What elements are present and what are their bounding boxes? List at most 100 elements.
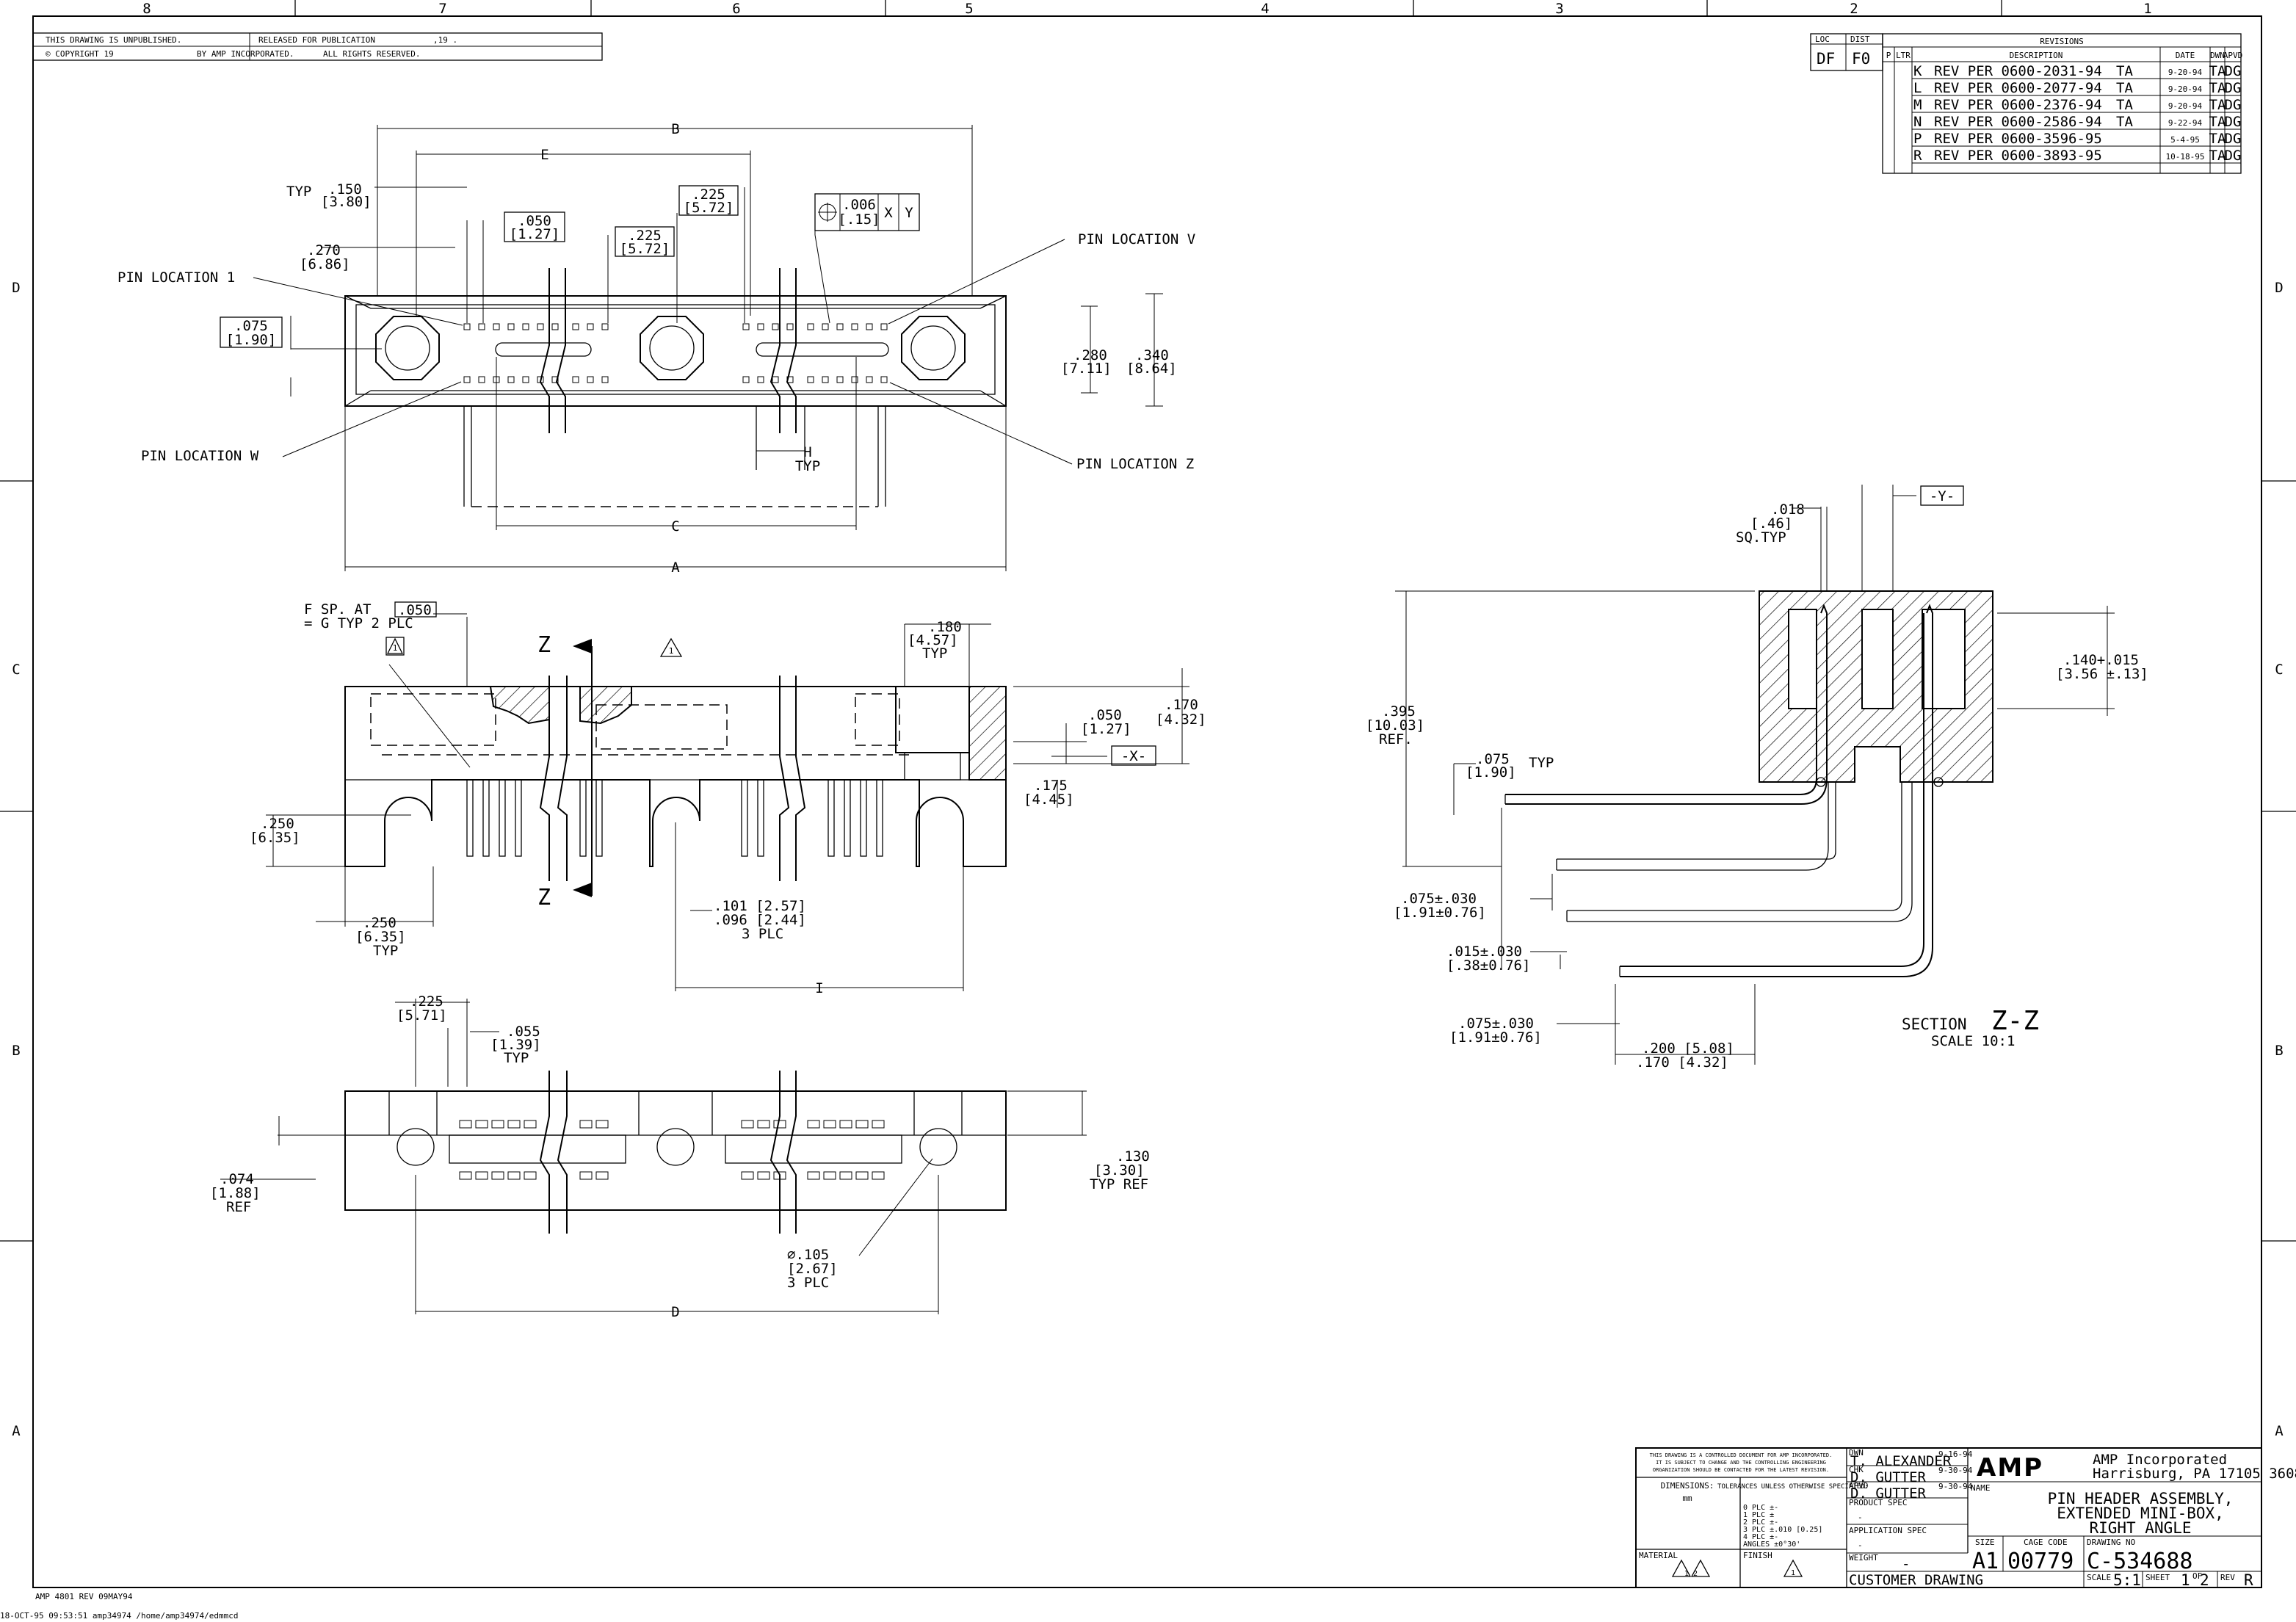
tol-row-2: 2 PLC ±-	[1743, 1518, 1778, 1527]
controlled-line-1: THIS DRAWING IS A CONTROLLED DOCUMENT FO…	[1650, 1452, 1833, 1458]
weight-value: -	[1902, 1556, 1910, 1572]
fsp-label: F SP. AT	[304, 601, 372, 618]
zone-row-a-right: A	[2275, 1423, 2284, 1439]
dimensions-unit: mm	[1682, 1494, 1692, 1503]
zone-row-d-left: D	[12, 280, 20, 296]
dim-130: .130	[1116, 1148, 1150, 1165]
rev-desc: REV PER 0600-2376-94	[1934, 97, 2102, 113]
rev-by: TA	[2116, 97, 2133, 113]
dim-130-mm: [3.30]	[1094, 1162, 1145, 1179]
rev-date: 9-22-94	[2168, 118, 2203, 128]
drawing-name-line-2: EXTENDED MINI-BOX,	[2057, 1505, 2224, 1522]
pin-row-top	[463, 323, 888, 330]
app-spec-value: -	[1858, 1540, 1863, 1550]
company-address: Harrisburg, PA 17105 3608	[2093, 1466, 2296, 1482]
dim-050: .050	[518, 213, 551, 229]
table-row: R REV PER 0600-3893-95 10-18-95 TA DG	[1913, 148, 2241, 164]
zone-row-c-left: C	[12, 662, 20, 678]
dim-175: .175	[1034, 778, 1068, 794]
dim-200: .200 [5.08]	[1642, 1040, 1734, 1057]
rev-head-dwn: DWN	[2210, 51, 2225, 60]
rev-desc: REV PER 0600-2077-94	[1934, 80, 2102, 96]
note-flag-mid: 1	[669, 646, 674, 656]
dim-050-mm: [1.27]	[510, 226, 560, 242]
dim-280-mm: [7.11]	[1061, 361, 1112, 377]
dim-e-label: E	[540, 147, 548, 163]
dim-270-mm: [6.86]	[300, 256, 350, 272]
dwn-name: T. ALEXANDER	[1850, 1453, 1952, 1469]
dim-250-typ-label: TYP	[373, 943, 398, 959]
drawing-name-line-1: PIN HEADER ASSEMBLY,	[2048, 1490, 2234, 1507]
product-spec-value: -	[1858, 1513, 1863, 1522]
tol-value: .006	[842, 197, 876, 213]
zone-column-labels: 8 7 6 5 4 3 2 1	[142, 1, 2151, 17]
dim-c-label: C	[671, 518, 679, 535]
rev-ltr: R	[1913, 148, 1922, 164]
rev-head-ltr: LTR	[1896, 51, 1911, 60]
table-row: N REV PER 0600-2586-94 TA 9-22-94 TA DG	[1913, 114, 2241, 130]
section-arrow-z-bottom: Z	[537, 885, 551, 910]
rev-dwn: TA	[2209, 148, 2226, 164]
dim-180-typ: TYP	[922, 645, 947, 662]
rev-desc: REV PER 0600-3893-95	[1934, 148, 2102, 164]
top-view: B E C A H TYP TYP .150 [3.80] .270 [6.86…	[117, 121, 1195, 576]
dim-075c: .075±.030	[1458, 1015, 1534, 1032]
rev-apvd: DG	[2225, 148, 2242, 164]
section-arrow-z-top: Z	[537, 632, 551, 658]
copyright-note: © COPYRIGHT 19	[46, 49, 114, 59]
tol-row-3: 3 PLC ±.010 [0.25]	[1743, 1526, 1822, 1534]
dim-180: .180	[928, 619, 962, 635]
section-z-z: .018 [.46] SQ.TYP -Y- .140+.015 [3.56 ±.…	[1366, 485, 2148, 1071]
rev-by: TA	[2116, 114, 2133, 130]
dim-075c-mm: [1.91±0.76]	[1449, 1029, 1542, 1046]
sheet-of-label: OF	[2192, 1571, 2202, 1581]
dim-055-mm: [1.39]	[490, 1037, 541, 1053]
copyright-by: BY AMP INCORPORATED.	[197, 49, 294, 59]
table-row: M REV PER 0600-2376-94 TA 9-20-94 TA DG	[1913, 97, 2241, 113]
controlled-line-3: ORGANIZATION SHOULD BE CONTACTED FOR THE…	[1653, 1467, 1829, 1473]
zone-col-3: 3	[1555, 1, 1563, 17]
scale-value: 5:1	[2113, 1571, 2141, 1589]
zone-col-7: 7	[438, 1, 446, 17]
drawing-no-label: DRAWING NO	[2087, 1538, 2135, 1547]
dwn-date: 9-16-94	[1938, 1449, 1973, 1459]
publication-block: THIS DRAWING IS UNPUBLISHED. RELEASED FO…	[32, 32, 603, 61]
dim-055-typ: TYP	[504, 1050, 529, 1066]
tol-value-mm: [.15]	[838, 211, 880, 228]
rev-date: 10-18-95	[2166, 152, 2205, 162]
revisions-title: REVISIONS	[2040, 37, 2084, 46]
dim-074: .074	[220, 1171, 254, 1187]
tol-row-4: 4 PLC ±-	[1743, 1533, 1778, 1541]
note-flag-top: 1	[393, 643, 398, 653]
tolerances-title: TOLERANCES UNLESS OTHERWISE SPECIFIED:	[1717, 1483, 1869, 1491]
dim-225b-mm: [5.72]	[684, 200, 734, 216]
apvd-date: 9-30-94	[1938, 1482, 1973, 1491]
drawing-name-line-3: RIGHT ANGLE	[2089, 1519, 2191, 1537]
plot-stamp: 18-OCT-95 09:53:51 amp34974 /home/amp349…	[0, 1611, 239, 1621]
tol-datum-y: Y	[905, 205, 913, 221]
border-frame	[0, 0, 2296, 1588]
revisions-table: REVISIONS P LTR DESCRIPTION DATE DWN APV…	[1882, 33, 2242, 174]
dim-018-mm: [.46]	[1750, 515, 1792, 532]
rev-ltr: L	[1913, 80, 1922, 96]
dim-105: ⌀.105	[787, 1247, 829, 1263]
dim-i-label: I	[815, 980, 823, 996]
dim-250-typ-mm: [6.35]	[355, 929, 406, 945]
size-value: A1	[1972, 1549, 1999, 1574]
chk-label: CHK	[1849, 1465, 1864, 1474]
dim-015: .015±.030	[1446, 944, 1522, 960]
dim-075-section-mm: [1.90]	[1466, 764, 1516, 781]
title-block: THIS DRAWING IS A CONTROLLED DOCUMENT FO…	[1635, 1447, 2296, 1589]
pin-location-z: PIN LOCATION Z	[1076, 456, 1194, 472]
dim-075b: .075±.030	[1401, 891, 1477, 907]
rev-label: REV	[2220, 1573, 2235, 1582]
dim-395: .395	[1382, 703, 1416, 720]
form-number: AMP 4801 REV 09MAY94	[35, 1592, 133, 1601]
section-title-zz: Z-Z	[1991, 1006, 2039, 1036]
dim-074-ref: REF	[226, 1199, 251, 1215]
rev-dwn: TA	[2209, 131, 2226, 147]
rev-date: 9-20-94	[2168, 84, 2203, 94]
rev-desc: REV PER 0600-3596-95	[1934, 131, 2102, 147]
dim-170-section: .170 [4.32]	[1636, 1054, 1728, 1071]
